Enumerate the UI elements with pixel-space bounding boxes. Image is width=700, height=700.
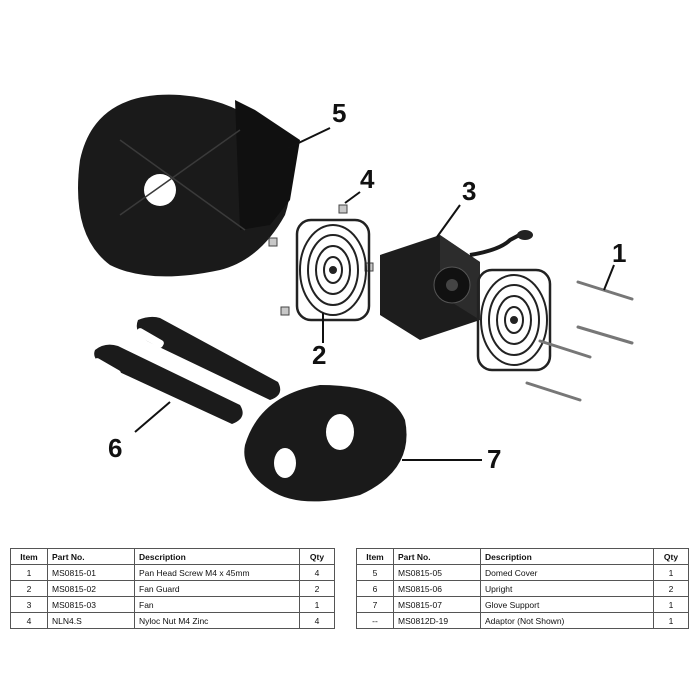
parts-table-left: Item Part No. Description Qty 1 MS0815-0… xyxy=(10,548,335,629)
col-part-no-header: Part No. xyxy=(393,548,481,565)
part-no-cell: NLN4.S xyxy=(47,612,135,629)
qty-cell: 2 xyxy=(299,580,335,597)
part-no-cell: MS0815-01 xyxy=(47,564,135,581)
part-no-cell: MS0815-02 xyxy=(47,580,135,597)
table-row: -- MS0812D-19 Adaptor (Not Shown) 1 xyxy=(356,612,689,629)
fan xyxy=(380,230,533,340)
domed-cover xyxy=(78,94,300,277)
description-cell: Adaptor (Not Shown) xyxy=(480,612,654,629)
qty-cell: 4 xyxy=(299,564,335,581)
callout-3: 3 xyxy=(462,176,476,206)
table-row: 2 MS0815-02 Fan Guard 2 xyxy=(10,580,335,597)
col-item-header: Item xyxy=(10,548,48,565)
uprights xyxy=(93,316,281,424)
col-description-header: Description xyxy=(480,548,654,565)
qty-cell: 1 xyxy=(653,596,689,613)
glove-support xyxy=(244,385,407,502)
leader-lines xyxy=(134,127,615,461)
description-cell: Domed Cover xyxy=(480,564,654,581)
item-cell: 7 xyxy=(356,596,394,613)
item-cell: 4 xyxy=(10,612,48,629)
qty-cell: 1 xyxy=(299,596,335,613)
callout-5: 5 xyxy=(332,98,346,128)
callout-4: 4 xyxy=(360,164,375,194)
table-row: 6 MS0815-06 Upright 2 xyxy=(356,580,689,597)
description-cell: Fan xyxy=(134,596,300,613)
qty-cell: 1 xyxy=(653,564,689,581)
item-cell: 1 xyxy=(10,564,48,581)
callout-2: 2 xyxy=(312,340,326,370)
callout-1: 1 xyxy=(612,238,626,268)
table-row: 5 MS0815-05 Domed Cover 1 xyxy=(356,564,689,581)
callout-6: 6 xyxy=(108,433,122,463)
col-part-no-header: Part No. xyxy=(47,548,135,565)
item-cell: -- xyxy=(356,612,394,629)
item-cell: 6 xyxy=(356,580,394,597)
table-row: 1 MS0815-01 Pan Head Screw M4 x 45mm 4 xyxy=(10,564,335,581)
description-cell: Glove Support xyxy=(480,596,654,613)
table-header-row: Item Part No. Description Qty xyxy=(356,548,689,565)
qty-cell: 4 xyxy=(299,612,335,629)
table-row: 3 MS0815-03 Fan 1 xyxy=(10,596,335,613)
qty-cell: 1 xyxy=(653,612,689,629)
part-no-cell: MS0815-06 xyxy=(393,580,481,597)
item-cell: 3 xyxy=(10,596,48,613)
description-cell: Nyloc Nut M4 Zinc xyxy=(134,612,300,629)
qty-cell: 2 xyxy=(653,580,689,597)
part-no-cell: MS0815-05 xyxy=(393,564,481,581)
part-no-cell: MS0812D-19 xyxy=(393,612,481,629)
fan-guard-right xyxy=(476,268,552,372)
table-row: 4 NLN4.S Nyloc Nut M4 Zinc 4 xyxy=(10,612,335,629)
screws xyxy=(525,280,634,402)
exploded-diagram: 5 4 3 1 2 6 7 xyxy=(78,94,634,502)
col-description-header: Description xyxy=(134,548,300,565)
table-row: 7 MS0815-07 Glove Support 1 xyxy=(356,596,689,613)
col-qty-header: Qty xyxy=(299,548,335,565)
callout-7: 7 xyxy=(487,444,501,474)
description-cell: Pan Head Screw M4 x 45mm xyxy=(134,564,300,581)
description-cell: Upright xyxy=(480,580,654,597)
parts-table-right: Item Part No. Description Qty 5 MS0815-0… xyxy=(356,548,689,629)
item-cell: 5 xyxy=(356,564,394,581)
table-header-row: Item Part No. Description Qty xyxy=(10,548,335,565)
description-cell: Fan Guard xyxy=(134,580,300,597)
item-cell: 2 xyxy=(10,580,48,597)
col-qty-header: Qty xyxy=(653,548,689,565)
fan-guard-left xyxy=(295,218,371,322)
part-no-cell: MS0815-03 xyxy=(47,596,135,613)
col-item-header: Item xyxy=(356,548,394,565)
part-no-cell: MS0815-07 xyxy=(393,596,481,613)
